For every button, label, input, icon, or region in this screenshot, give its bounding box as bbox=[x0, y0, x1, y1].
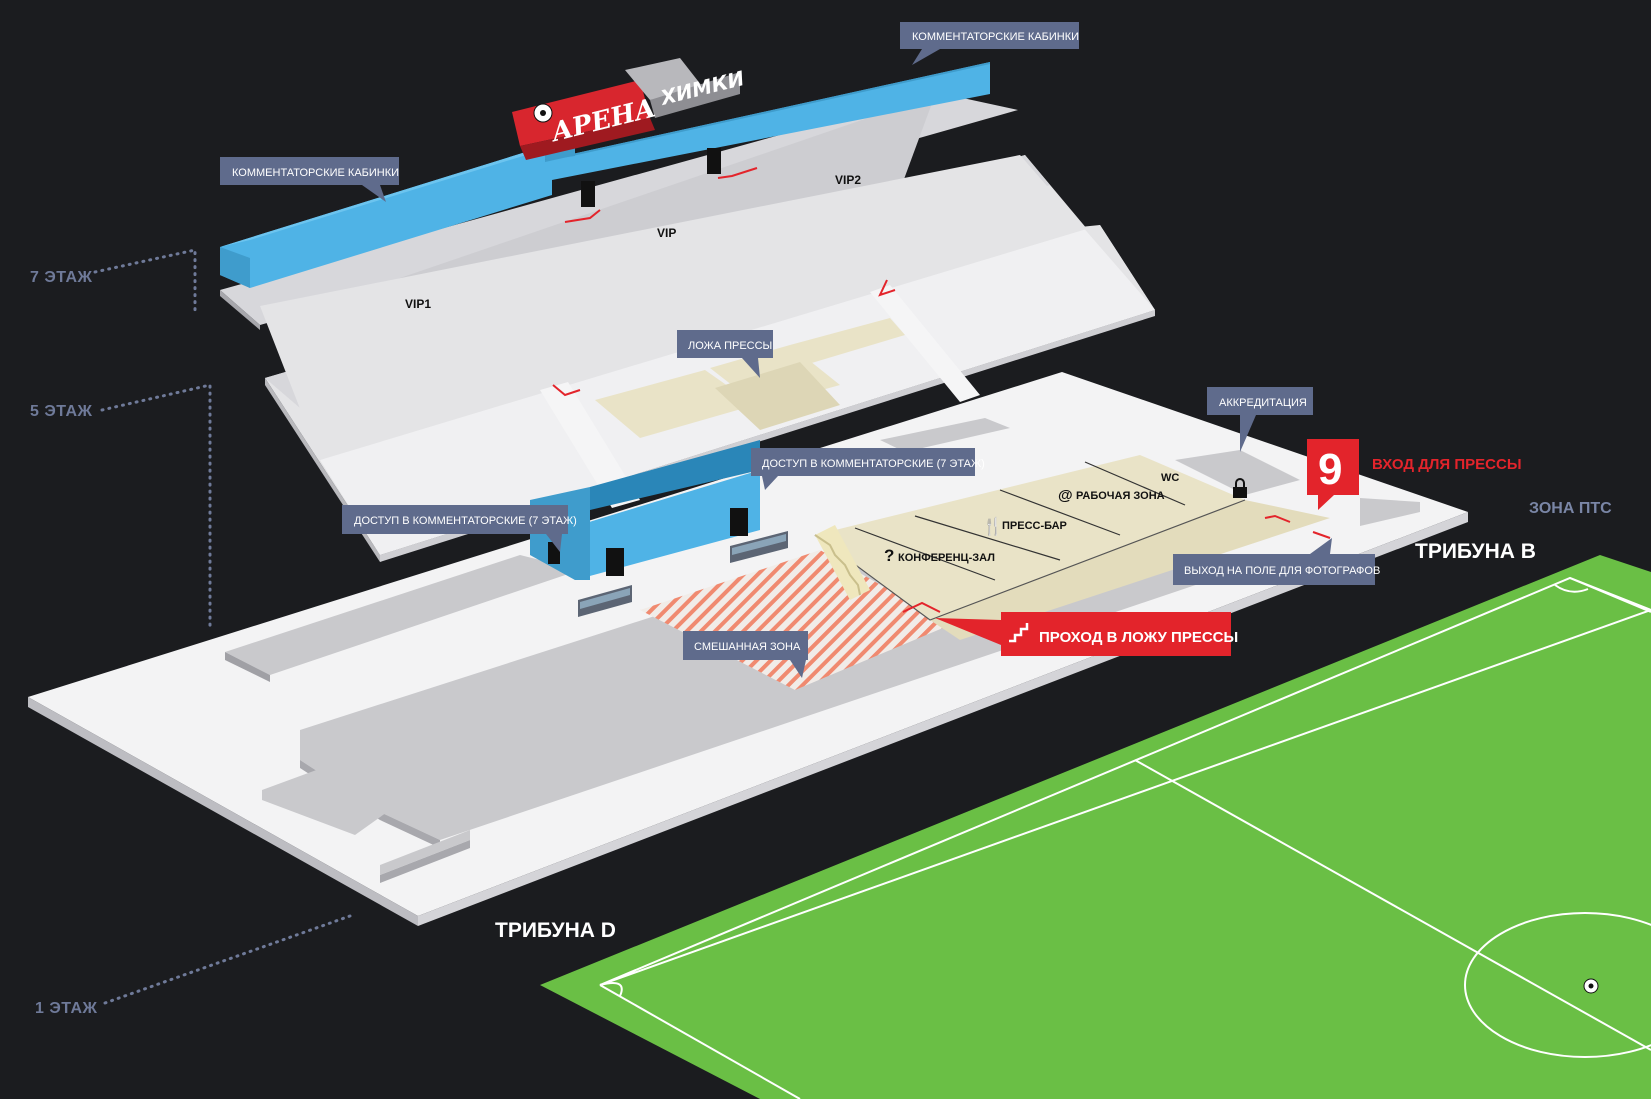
callout-commentary-access-right-text: ДОСТУП В КОММЕНТАТОРСКИЕ (7 ЭТАЖ) bbox=[762, 458, 985, 470]
door-icon bbox=[730, 508, 748, 536]
callout-commentary-access-left: ДОСТУП В КОММЕНТАТОРСКИЕ (7 ЭТАЖ) bbox=[342, 505, 577, 552]
callout-mixed-zone: СМЕШАННАЯ ЗОНА bbox=[683, 631, 808, 678]
press-entry-label: ВХОД ДЛЯ ПРЕССЫ bbox=[1372, 456, 1522, 473]
door-icon bbox=[581, 181, 595, 207]
vip-label: VIP bbox=[657, 226, 676, 240]
route-arrows bbox=[902, 514, 1331, 613]
floor-7-lower-plate bbox=[260, 155, 1155, 460]
route-arrows-floor7 bbox=[564, 167, 758, 223]
fork-knife-icon: 🍴 bbox=[982, 516, 1003, 537]
callout-mixed-zone-text: СМЕШАННАЯ ЗОНА bbox=[694, 641, 801, 653]
callout-commentator-booths-left: КОММЕНТАТОРСКИЕ КАБИНКИ bbox=[220, 157, 399, 202]
callout-press-box: ЛОЖА ПРЕССЫ bbox=[677, 330, 773, 378]
ptc-zone-label: ЗОНА ПТС bbox=[1529, 500, 1612, 517]
door-icon bbox=[707, 148, 721, 174]
callout-photographers-exit: ВЫХОД НА ПОЛЕ ДЛЯ ФОТОГРАФОВ bbox=[1173, 538, 1380, 585]
press-box-passage-label: ПРОХОД В ЛОЖУ ПРЕССЫ bbox=[1039, 629, 1238, 646]
gate-number: 9 bbox=[1318, 445, 1342, 494]
work-zone-label: РАБОЧАЯ ЗОНА bbox=[1076, 490, 1165, 502]
press-zone-area bbox=[814, 455, 1330, 640]
bus-icon bbox=[578, 585, 632, 617]
callout-accreditation-text: АККРЕДИТАЦИЯ bbox=[1219, 397, 1307, 409]
callout-commentator-booths-left-text: КОММЕНТАТОРСКИЕ КАБИНКИ bbox=[232, 167, 399, 179]
press-entry-gate: 9 ВХОД ДЛЯ ПРЕССЫ bbox=[1307, 439, 1522, 510]
floor-leaders bbox=[93, 248, 352, 1005]
lock-icon bbox=[1233, 478, 1247, 498]
callout-commentator-booths-top: КОММЕНТАТОРСКИЕ КАБИНКИ bbox=[900, 22, 1079, 65]
floor-7-label: 7 ЭТАЖ bbox=[30, 269, 93, 286]
stairs-icon bbox=[1009, 623, 1029, 643]
mixed-zone-area bbox=[640, 550, 950, 690]
wc-label: WC bbox=[1161, 472, 1179, 484]
floor-1-label: 1 ЭТАЖ bbox=[35, 1000, 98, 1017]
conference-hall-label: КОНФЕРЕНЦ-ЗАЛ bbox=[898, 552, 995, 564]
callout-press-box-text: ЛОЖА ПРЕССЫ bbox=[688, 340, 772, 352]
callout-commentary-access-right: ДОСТУП В КОММЕНТАТОРСКИЕ (7 ЭТАЖ) bbox=[751, 448, 985, 490]
stand-b-label: ТРИБУНА B bbox=[1415, 540, 1536, 563]
callout-accreditation: АККРЕДИТАЦИЯ bbox=[1207, 387, 1313, 452]
press-box-passage: ПРОХОД В ЛОЖУ ПРЕССЫ bbox=[935, 612, 1238, 656]
vip1-label: VIP1 bbox=[405, 297, 431, 311]
question-icon: ? bbox=[884, 546, 894, 565]
center-circle bbox=[1464, 912, 1651, 1058]
gate-number-badge bbox=[1307, 439, 1359, 495]
vip2-label: VIP2 bbox=[835, 173, 861, 187]
callout-commentator-booths-top-text: КОММЕНТАТОРСКИЕ КАБИНКИ bbox=[912, 31, 1079, 43]
commentator-booths-bar bbox=[220, 62, 990, 288]
callout-commentary-access-left-text: ДОСТУП В КОММЕНТАТОРСКИЕ (7 ЭТАЖ) bbox=[354, 515, 577, 527]
stand-d-label: ТРИБУНА D bbox=[495, 919, 616, 942]
route-arrows-floor5 bbox=[552, 279, 896, 397]
stairs-block bbox=[814, 525, 870, 600]
door-icon bbox=[606, 548, 624, 576]
bus-icon bbox=[730, 531, 788, 563]
ball-icon bbox=[533, 103, 553, 123]
callout-photographers-exit-text: ВЫХОД НА ПОЛЕ ДЛЯ ФОТОГРАФОВ bbox=[1184, 565, 1380, 577]
press-bar-label: ПРЕСС-БАР bbox=[1002, 520, 1067, 532]
floor-7-plate bbox=[220, 62, 1018, 345]
at-icon: @ bbox=[1058, 487, 1073, 504]
football-pitch bbox=[540, 555, 1651, 1099]
floor-5-label: 5 ЭТАЖ bbox=[30, 403, 93, 420]
ball-icon bbox=[1583, 978, 1599, 994]
